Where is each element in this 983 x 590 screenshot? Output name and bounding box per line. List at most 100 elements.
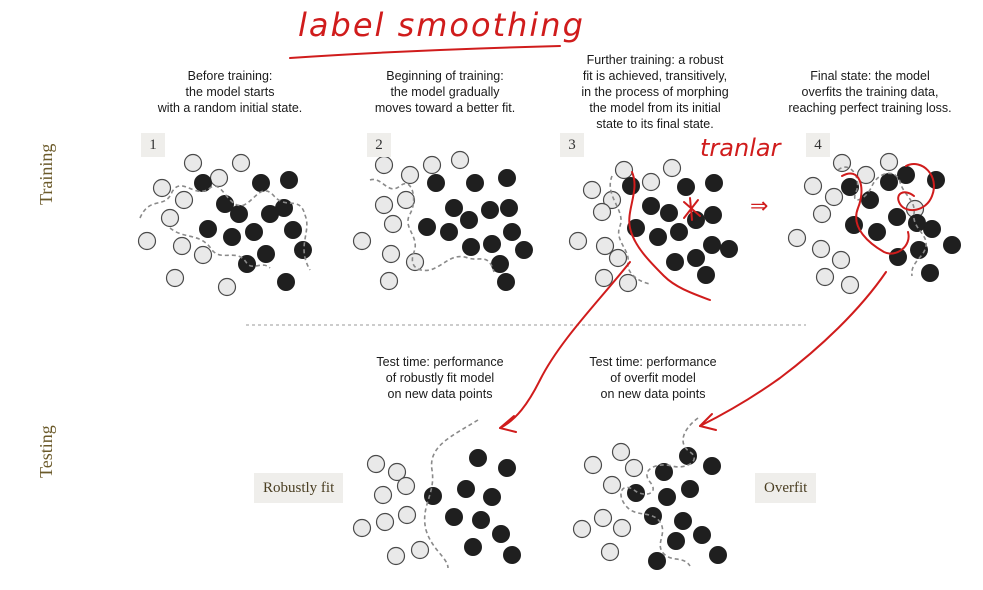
light-point — [812, 204, 832, 224]
light-point — [594, 268, 614, 288]
light-point — [608, 248, 628, 268]
light-point — [641, 172, 661, 192]
dark-point — [445, 508, 463, 526]
annotation-title: label smoothing — [298, 6, 585, 44]
dark-point — [294, 241, 312, 259]
boundary-panel-1b — [169, 227, 271, 269]
light-point — [174, 190, 194, 210]
decision-boundaries — [139, 166, 927, 569]
boundary-panel-1 — [139, 185, 311, 271]
dark-point — [693, 526, 711, 544]
dark-point — [284, 221, 302, 239]
dark-point — [503, 223, 521, 241]
light-point — [352, 518, 372, 538]
dark-point — [492, 525, 510, 543]
dark-point — [427, 174, 445, 192]
light-point — [624, 458, 644, 478]
title-underline — [289, 45, 561, 59]
arrowhead-robust — [499, 415, 517, 433]
light-point — [832, 153, 852, 173]
light-point — [840, 275, 860, 295]
dark-point — [622, 177, 640, 195]
dark-point — [199, 220, 217, 238]
overfit-loop-mark — [841, 172, 910, 255]
dark-point — [677, 178, 695, 196]
light-point — [422, 155, 442, 175]
light-point — [405, 252, 425, 272]
light-point — [373, 485, 393, 505]
dark-point — [500, 199, 518, 217]
dark-point — [280, 171, 298, 189]
dark-point — [704, 206, 722, 224]
dark-point — [216, 195, 234, 213]
dark-point — [275, 199, 293, 217]
robust-curve-mark — [628, 171, 711, 301]
light-point — [366, 454, 386, 474]
caption-panel-2: Beginning of training: the model gradual… — [374, 69, 516, 115]
light-point — [379, 271, 399, 291]
annotation-note: tranlar — [700, 134, 781, 162]
dark-point — [472, 511, 490, 529]
light-point — [582, 180, 602, 200]
dark-point — [667, 532, 685, 550]
robustly-fit-tag: Robustly fit — [254, 473, 344, 503]
boundary-overfit — [620, 417, 699, 567]
dark-point — [277, 273, 295, 291]
dark-point — [445, 199, 463, 217]
dark-point — [257, 245, 275, 263]
light-point — [386, 546, 406, 566]
handwritten-annotations — [289, 45, 935, 433]
dark-point — [705, 174, 723, 192]
dark-point — [679, 447, 697, 465]
caption-panel-4: Final state: the model overfits the trai… — [788, 69, 952, 115]
panel-number-1: 1 — [141, 133, 165, 157]
dots-overfit — [572, 442, 727, 570]
dark-point — [464, 538, 482, 556]
boundary-panel-2 — [369, 178, 495, 273]
dots-p3 — [568, 158, 738, 293]
arrow-3-to-robust — [499, 261, 631, 429]
light-point — [595, 236, 615, 256]
dots-p1 — [137, 153, 312, 297]
dark-point — [440, 223, 458, 241]
light-point — [593, 508, 613, 528]
light-point — [397, 505, 417, 525]
light-point — [572, 519, 592, 539]
dark-point — [424, 487, 442, 505]
caption-panel-3: Further training: a robust fit is achiev… — [581, 53, 729, 131]
dark-point — [223, 228, 241, 246]
light-point — [803, 176, 823, 196]
dark-point — [503, 546, 521, 564]
boundary-panel-3 — [609, 175, 651, 285]
light-point — [662, 158, 682, 178]
light-point — [614, 160, 634, 180]
dark-point — [687, 249, 705, 267]
data-points-layer — [137, 150, 961, 570]
dark-point — [418, 218, 436, 236]
dark-point — [649, 228, 667, 246]
arrowhead-overfit — [699, 413, 717, 431]
dark-point — [466, 174, 484, 192]
overfit-tag: Overfit — [755, 473, 817, 503]
star-mark — [683, 197, 701, 221]
light-point — [787, 228, 807, 248]
light-point — [450, 150, 470, 170]
dark-point — [655, 463, 673, 481]
caption-test-robust: Test time: performance of robustly fit m… — [376, 355, 504, 401]
dark-point — [238, 255, 256, 273]
dark-point — [681, 480, 699, 498]
dark-point — [666, 253, 684, 271]
dark-point — [674, 512, 692, 530]
light-point — [381, 244, 401, 264]
dark-point — [908, 214, 926, 232]
light-point — [611, 442, 631, 462]
light-point — [600, 542, 620, 562]
dark-point — [841, 178, 859, 196]
dark-point — [670, 223, 688, 241]
dark-point — [861, 191, 879, 209]
dark-point — [498, 459, 516, 477]
dark-point — [921, 264, 939, 282]
panel-number-4: 4 — [806, 133, 830, 157]
light-point — [137, 231, 157, 251]
